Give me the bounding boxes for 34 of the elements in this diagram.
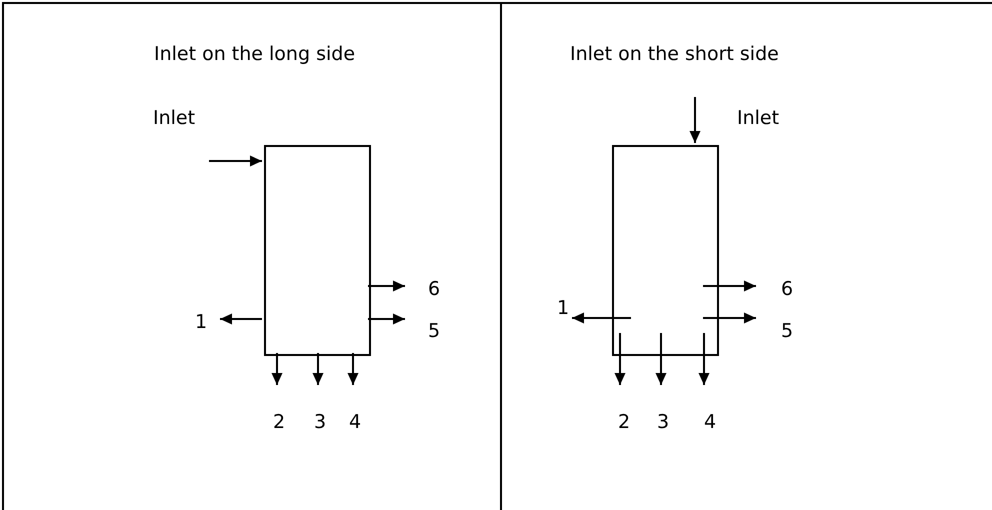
outlet-number: 1 — [194, 310, 208, 334]
flow-arrow — [703, 312, 756, 324]
outlet-number: 2 — [272, 410, 286, 434]
flow-arrow — [614, 333, 626, 385]
outlet-number: 3 — [313, 410, 328, 434]
outlet-number: 4 — [703, 410, 718, 434]
outlet-number: 2 — [617, 410, 632, 434]
tank-box — [264, 145, 371, 356]
inlet-label: Inlet — [153, 106, 196, 130]
inlet-label: Inlet — [737, 106, 780, 130]
flow-arrow — [698, 333, 710, 385]
diagram-panel — [2, 2, 500, 510]
flow-arrow — [272, 353, 282, 385]
tank-box — [612, 145, 719, 356]
outlet-number: 6 — [427, 277, 442, 301]
flow-arrow — [220, 314, 262, 324]
outlet-number: 1 — [556, 296, 570, 320]
flow-arrow — [656, 333, 666, 385]
outlet-number: 5 — [427, 319, 442, 343]
flow-arrow — [348, 353, 358, 385]
outlet-number: 5 — [780, 319, 794, 343]
panel-heading: Inlet on the short side — [570, 42, 779, 66]
flow-arrow — [312, 353, 324, 385]
flow-arrow — [368, 280, 405, 292]
flow-arrow — [690, 97, 700, 143]
flow-arrow — [572, 312, 631, 324]
flow-arrow — [368, 314, 405, 324]
flow-arrow — [703, 280, 756, 292]
outlet-number: 6 — [780, 277, 794, 301]
outlet-number: 3 — [656, 410, 670, 434]
flow-arrow — [209, 156, 262, 166]
diagram-panel — [500, 2, 992, 510]
outlet-number: 4 — [348, 410, 362, 434]
panel-heading: Inlet on the long side — [154, 42, 356, 66]
